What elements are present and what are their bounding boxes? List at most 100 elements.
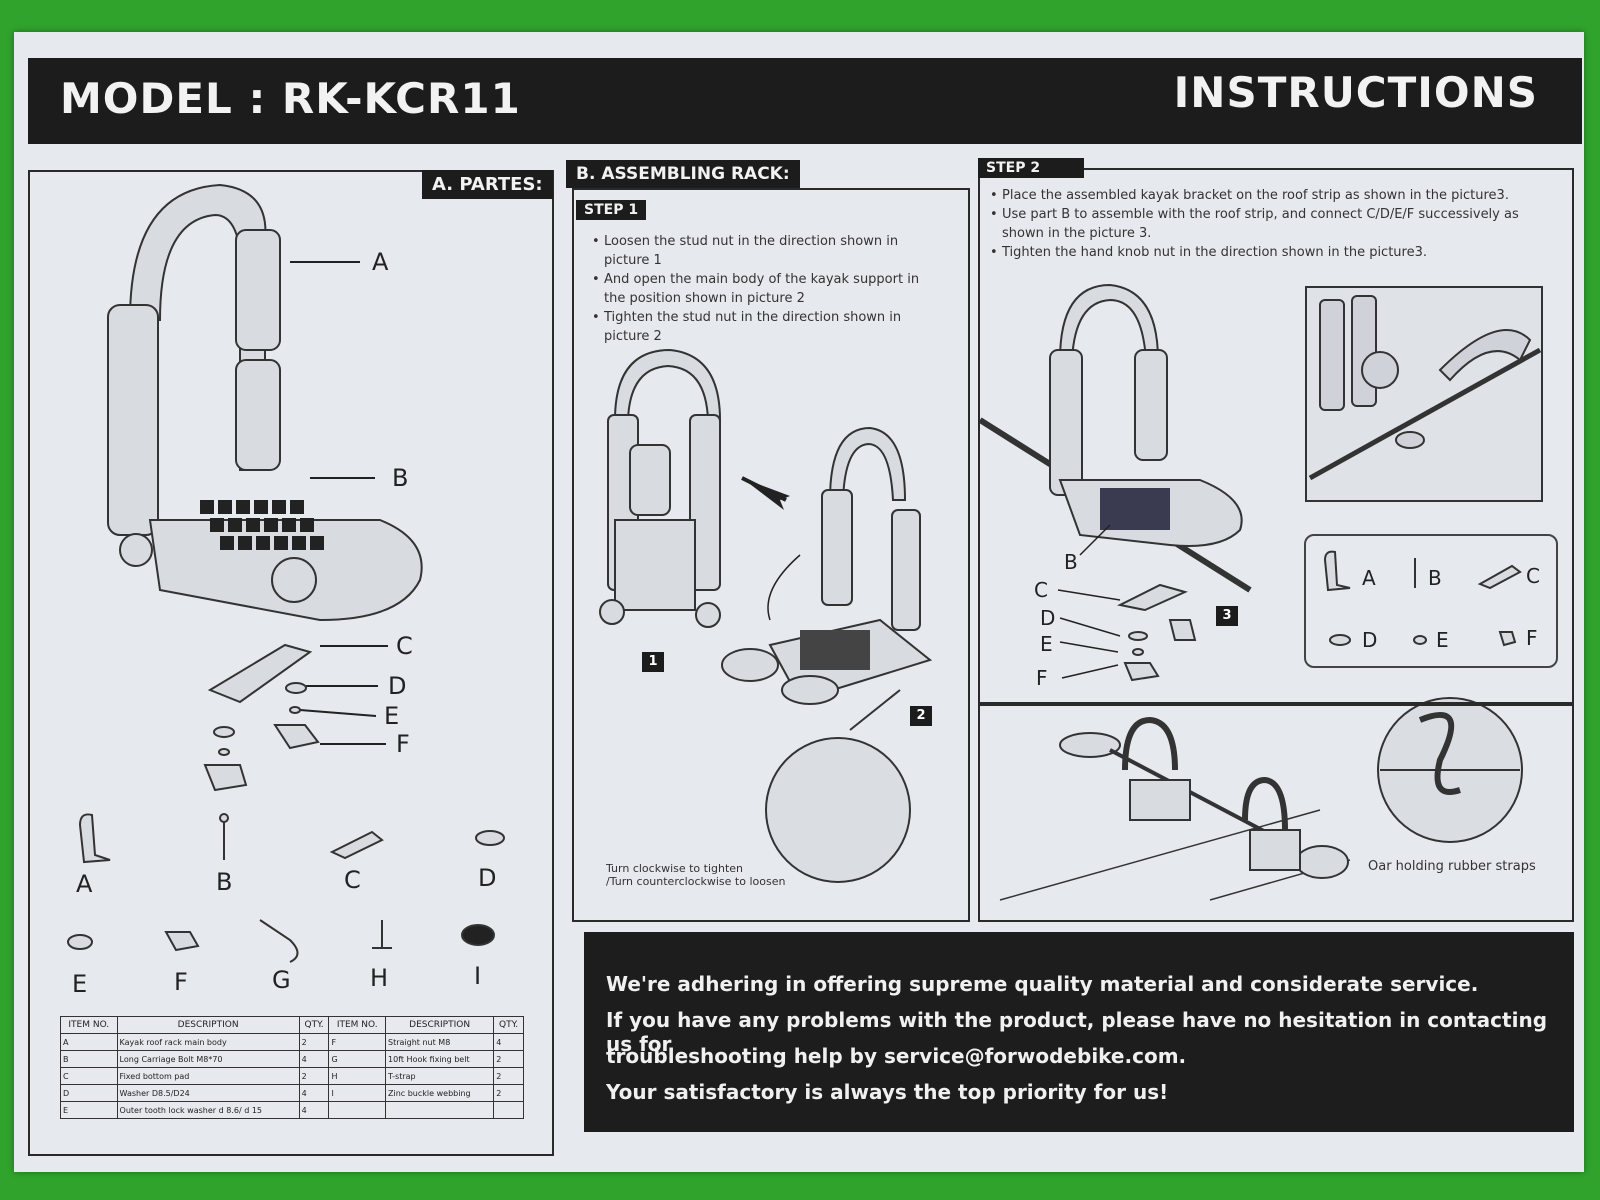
legend-label-e: E [1436,628,1449,652]
step2-grid [1100,488,1170,530]
table-cell: Straight nut M8 [385,1033,495,1051]
step2-callout-b: B [1064,550,1078,574]
footer-line-3: troubleshooting help by service@forwodeb… [606,1044,1187,1068]
header-bar: MODEL : RK-KCR11 INSTRUCTIONS [28,58,1582,144]
table-cell: C [60,1067,118,1085]
table-cell: 4 [298,1101,330,1119]
part-label-h: H [370,964,389,992]
table-header: ITEM NO. [328,1016,387,1034]
table-cell: Long Carriage Bolt M8*70 [116,1050,300,1068]
table-header: ITEM NO. [60,1016,118,1034]
table-cell [493,1101,524,1119]
step2-callout-f: F [1036,666,1048,690]
part-label-g: G [272,966,291,994]
table-cell: 10ft Hook fixing belt [385,1050,495,1068]
step1-grid [800,630,870,670]
callout-f: F [396,730,410,758]
legend-label-d: D [1362,628,1378,652]
table-cell: F [328,1033,387,1051]
callout-d: D [388,672,407,700]
footer-banner: We're adhering in offering supreme quali… [584,932,1574,1132]
table-row: A Kayak roof rack main body 2 F Straight… [60,1033,524,1051]
table-cell: 2 [493,1050,524,1068]
step1-label: STEP 1 [576,200,647,220]
legend-label-a: A [1362,566,1376,590]
assembling-tab: B. ASSEMBLING RACK: [566,160,800,188]
rack-grid-pads [200,500,324,550]
step1-bullet: Loosen the stud nut in the direction sho… [592,232,942,270]
table-cell: E [60,1101,118,1119]
callout-a: A [372,248,389,276]
model-number: MODEL : RK-KCR11 [60,74,521,123]
part-label-f: F [174,968,188,996]
table-cell [328,1101,387,1119]
detail-view [1305,286,1543,502]
picture-1-marker: 1 [642,652,664,672]
legend-label-c: C [1526,564,1540,588]
parts-icons [67,813,505,963]
table-cell: 4 [298,1050,330,1068]
footer-line-4: Your satisfactory is always the top prio… [606,1080,1169,1104]
assembling-panel [572,188,970,922]
part-label-b: B [216,868,233,896]
table-row: D Washer D8.5/D24 4 I Zinc buckle webbin… [60,1084,524,1102]
turn-caption-line1: Turn clockwise to tighten [606,862,744,875]
step2-arrows [1057,524,1121,679]
oar-panel [978,704,1574,922]
table-cell: Zinc buckle webbing [385,1084,495,1102]
legend-icons [1323,550,1522,647]
footer-line-2: If you have any problems with the produc… [606,1008,1548,1056]
legend-label-f: F [1526,626,1538,650]
hardware-stack [203,643,320,792]
callout-c: C [396,632,413,660]
part-label-e: E [72,970,88,998]
callout-e: E [384,702,400,730]
part-label-d: D [478,864,497,892]
table-header-row: ITEM NO. DESCRIPTION QTY. ITEM NO. DESCR… [60,1016,524,1034]
legend-label-b: B [1428,566,1442,590]
table-header: QTY. [298,1016,330,1034]
table-cell: 4 [493,1033,524,1051]
table-cell: 2 [493,1084,524,1102]
table-header: DESCRIPTION [385,1016,495,1034]
turn-caption-line2: /Turn counterclockwise to loosen [606,875,786,888]
footer-line-1: We're adhering in offering supreme quali… [606,972,1479,996]
table-cell: B [60,1050,118,1068]
step2-panel [978,168,1574,704]
table-cell: G [328,1050,387,1068]
oar-diagram [999,697,1523,901]
step2-bullet: Tighten the hand knob nut in the directi… [990,243,1550,262]
step2-instructions: Place the assembled kayak bracket on the… [990,186,1550,262]
step2-callout-e: E [1040,632,1053,656]
table-cell: Washer D8.5/D24 [116,1084,300,1102]
callout-b: B [392,464,409,492]
table-cell: Fixed bottom pad [116,1067,300,1085]
step1-arrow [741,476,801,621]
table-cell: H [328,1067,387,1085]
step1-bullet: Tighten the stud nut in the direction sh… [592,308,942,346]
table-cell: 4 [298,1084,330,1102]
step2-callout-c: C [1034,578,1048,602]
table-header: DESCRIPTION [116,1016,300,1034]
table-cell: Outer tooth lock washer d 8.6/ d 15 [116,1101,300,1119]
step1-bullet: And open the main body of the kayak supp… [592,270,942,308]
table-row: C Fixed bottom pad 2 H T-strap 2 [60,1067,524,1085]
parts-table: ITEM NO. DESCRIPTION QTY. ITEM NO. DESCR… [60,1016,524,1119]
parts-tab: A. PARTES: [422,170,553,199]
part-label-i: I [474,962,482,990]
step2-bullet: Place the assembled kayak bracket on the… [990,186,1550,205]
parts-panel [28,170,554,1156]
table-cell: T-strap [385,1067,495,1085]
instructions-title: INSTRUCTIONS [1173,68,1538,117]
step2-label: STEP 2 [978,158,1084,178]
step2-bullet: Use part B to assemble with the roof str… [990,205,1550,243]
parts-arrows [290,261,388,745]
table-cell [385,1101,495,1119]
table-cell: 2 [298,1067,330,1085]
table-row: E Outer tooth lock washer d 8.6/ d 15 4 [60,1101,524,1119]
parts-legend [1304,534,1558,668]
part-label-a: A [76,870,93,898]
picture-2-marker: 2 [910,706,932,726]
table-cell: 2 [493,1067,524,1085]
